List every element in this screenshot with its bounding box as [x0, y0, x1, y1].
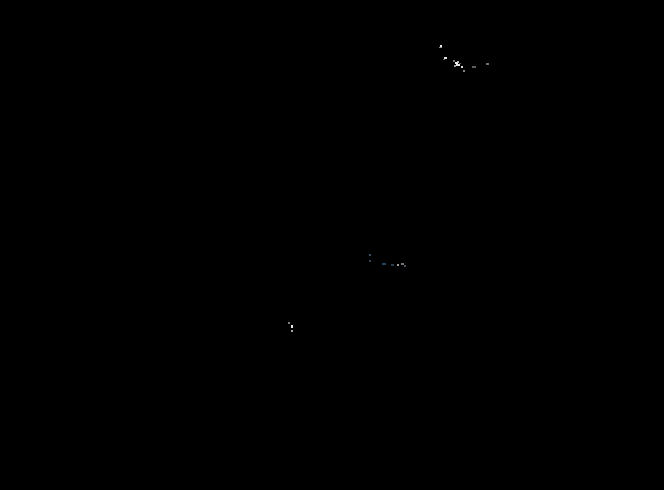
lower-left-artifact-mark-speck — [291, 330, 293, 332]
center-artifact-cluster-speck — [369, 260, 371, 262]
top-right-artifact-cluster-speck — [455, 62, 458, 64]
top-right-artifact-cluster-speck — [456, 64, 460, 66]
top-right-artifact-cluster-speck — [459, 63, 461, 64]
top-right-artifact-cluster-speck — [472, 66, 476, 68]
center-artifact-cluster-speck — [382, 263, 386, 265]
center-artifact-cluster-speck — [397, 264, 399, 266]
center-artifact-cluster-speck — [401, 263, 404, 265]
center-artifact-cluster-speck — [404, 265, 406, 267]
top-right-artifact-cluster-speck — [463, 70, 465, 72]
top-right-artifact-cluster-speck — [443, 59, 445, 60]
top-right-artifact-cluster-speck — [461, 66, 463, 68]
top-right-artifact-cluster-speck — [486, 63, 489, 65]
lower-left-artifact-mark-speck — [291, 325, 293, 328]
top-right-artifact-cluster-speck — [439, 47, 442, 48]
top-right-artifact-cluster-speck — [454, 65, 456, 67]
top-right-artifact-cluster-speck — [444, 57, 447, 59]
center-artifact-cluster-speck — [369, 254, 371, 256]
top-right-artifact-cluster-speck — [457, 61, 459, 63]
center-artifact-cluster-speck — [391, 264, 394, 266]
top-right-artifact-cluster-speck — [453, 60, 455, 62]
top-right-artifact-cluster-speck — [440, 45, 442, 47]
lower-left-artifact-mark-speck — [288, 322, 290, 324]
